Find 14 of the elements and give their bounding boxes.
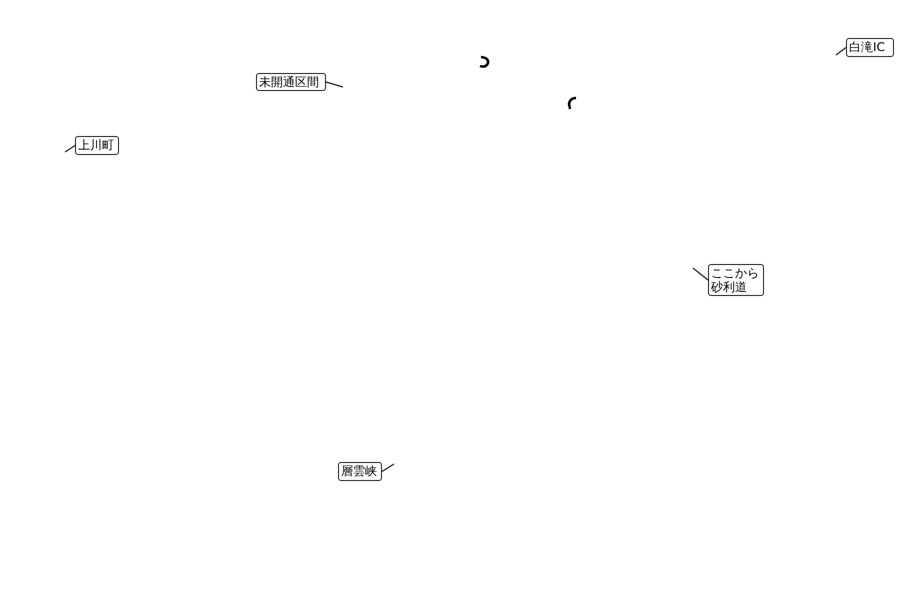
callout-box <box>338 462 382 481</box>
place-label: ここから砂利道 <box>711 266 760 294</box>
place-label: 層雲峡 <box>341 464 378 478</box>
callout-box <box>75 136 119 155</box>
place-label: 未開通区間 <box>259 75 320 89</box>
leader-line <box>382 464 394 472</box>
place-label: 上川町 <box>78 138 115 152</box>
leader-line <box>326 81 344 88</box>
leader-line <box>64 145 76 152</box>
place-label: 白滝IC <box>849 40 886 54</box>
leader-line <box>692 268 708 280</box>
callout-box <box>846 38 894 57</box>
leader-line <box>836 47 846 56</box>
callout-box <box>256 73 326 91</box>
